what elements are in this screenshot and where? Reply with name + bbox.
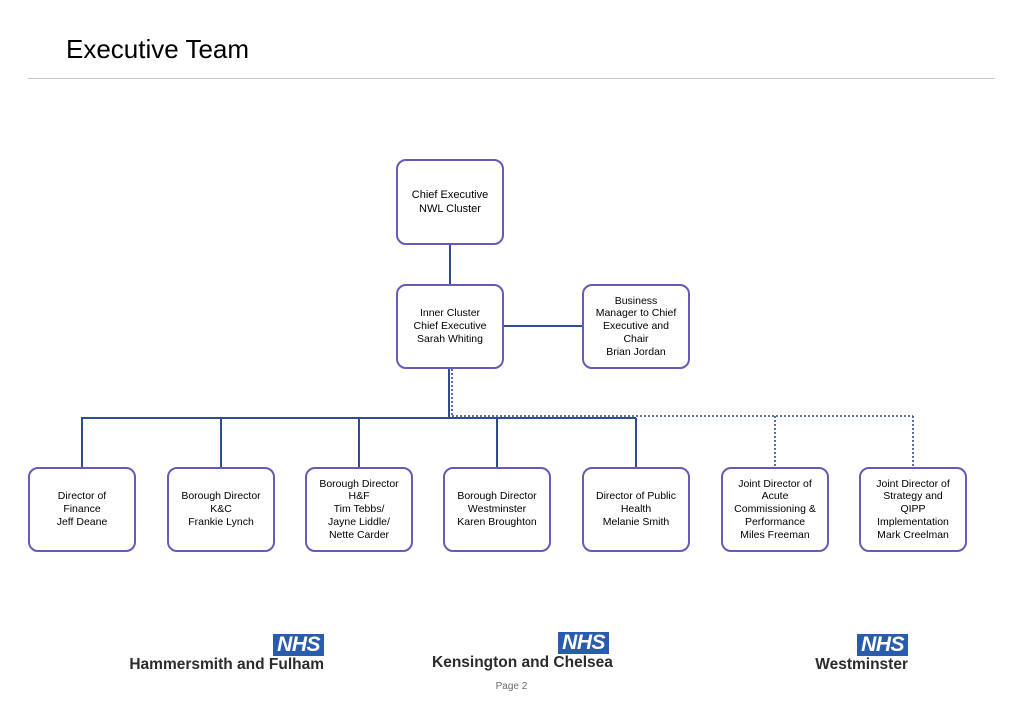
report-box-finance: Director of Finance Jeff Deane xyxy=(28,467,136,552)
title-divider xyxy=(28,78,995,79)
business-manager-box: Business Manager to Chief Executive and … xyxy=(582,284,690,369)
trust-name: Westminster xyxy=(815,656,908,673)
chief-executive-box: Chief Executive NWL Cluster xyxy=(396,159,504,245)
logo-westminster: NHS Westminster xyxy=(800,634,908,674)
report-box-public-health: Director of Public Health Melanie Smith xyxy=(582,467,690,552)
report-box-acute: Joint Director of Acute Commissioning & … xyxy=(721,467,829,552)
inner-cluster-box: Inner Cluster Chief Executive Sarah Whit… xyxy=(396,284,504,369)
report-box-strategy: Joint Director of Strategy and QIPP Impl… xyxy=(859,467,967,552)
report-box-hf: Borough Director H&F Tim Tebbs/ Jayne Li… xyxy=(305,467,413,552)
trust-name: Hammersmith and Fulham xyxy=(129,656,324,673)
logo-hammersmith-fulham: NHS Hammersmith and Fulham xyxy=(118,634,324,674)
report-box-kc: Borough Director K&C Frankie Lynch xyxy=(167,467,275,552)
logo-kensington-chelsea: NHS Kensington and Chelsea xyxy=(432,632,613,672)
report-box-westminster: Borough Director Westminster Karen Broug… xyxy=(443,467,551,552)
trust-name: Kensington and Chelsea xyxy=(432,654,613,671)
nhs-badge-icon: NHS xyxy=(273,634,324,656)
nhs-badge-icon: NHS xyxy=(558,632,609,654)
page-number: Page 2 xyxy=(495,681,528,692)
page-title: Executive Team xyxy=(66,34,250,64)
nhs-badge-icon: NHS xyxy=(857,634,908,656)
